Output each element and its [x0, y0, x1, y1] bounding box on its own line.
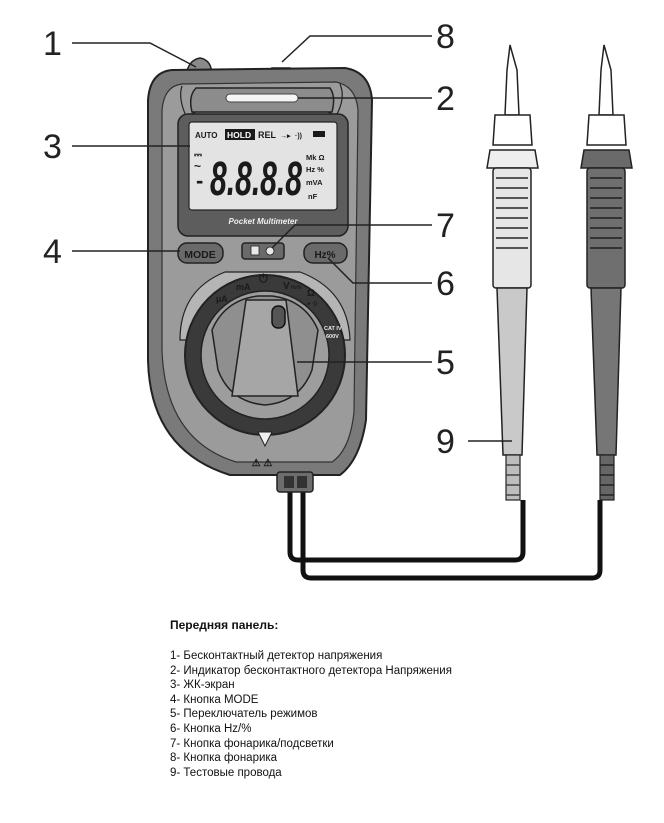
callout-5: 5 [436, 344, 455, 382]
dark-probe [580, 44, 633, 501]
legend-item-5: 5- Переключатель режимов [170, 708, 318, 721]
lcd-minus: - [196, 168, 203, 193]
dial-ua: µA [216, 294, 228, 304]
lcd-ac-symbol: ~ [194, 159, 201, 173]
light-probe [486, 44, 539, 501]
callout-2: 2 [436, 80, 455, 118]
battery-icon [313, 131, 325, 137]
legend-item-1: 1- Бесконтактный детектор напряжения [170, 650, 383, 662]
callout-numbers: 1 2 3 4 5 6 7 8 9 [43, 18, 455, 461]
legend-title: Передняя панель: [170, 618, 279, 632]
lcd-units-1: Mk Ω [306, 153, 325, 162]
brand-label: Pocket Multimeter [229, 217, 299, 226]
bulb-icon [265, 246, 275, 256]
hz-button-label: Hz% [314, 250, 335, 261]
legend: Передняя панель: 1- Бесконтактный детект… [170, 618, 630, 780]
lcd-units-4: nF [308, 192, 318, 201]
dial-v-sub: Hz% [291, 285, 302, 291]
lcd-units-2: Hz % [306, 165, 324, 174]
callout-8: 8 [436, 18, 455, 56]
lcd-units-3: mVA [306, 178, 323, 187]
dial-ohm-sub: →▸ ·)) [303, 301, 317, 307]
mode-selector-dial[interactable]: µA mA ⏻ V Hz% Ω →▸ ·)) CAT IV 600V ⚠ ⚠ [179, 271, 351, 469]
dial-v: V [283, 281, 290, 292]
dial-ma: mA [236, 282, 251, 292]
callout-9: 9 [436, 423, 455, 461]
dial-ohm: Ω [307, 288, 315, 299]
dial-pointer [271, 305, 286, 329]
lcd-rel: REL [258, 130, 277, 140]
lcd-digits: 8.8.8.8 [210, 153, 302, 206]
cat-rating-1: CAT IV [324, 326, 342, 332]
callout-3: 3 [43, 128, 62, 166]
mode-button[interactable]: MODE [177, 242, 224, 264]
lcd-sound: ·)) [295, 133, 302, 140]
legend-item-3: 3- ЖК-экран [170, 679, 235, 692]
lcd-hold: HOLD [227, 130, 251, 140]
warning-icons: ⚠ ⚠ [252, 458, 273, 469]
lcd-dc-symbol: ⎓ [194, 150, 202, 161]
legend-item-7: 7- Кнопка фонарика/подсветки [170, 737, 334, 750]
legend-item-2: 2- Индикатор бесконтактного детектора На… [170, 664, 452, 677]
multimeter-diagram: AUTO HOLD REL →▸ ·)) ⎓ ~ - 8.8.8.8 Mk Ω … [43, 18, 633, 581]
flashlight-button[interactable] [241, 242, 285, 260]
lcd-diode: →▸ [280, 133, 291, 140]
cat-rating-2: 600V [326, 334, 339, 340]
legend-item-6: 6- Кнопка Hz/% [170, 722, 252, 735]
callout-6: 6 [436, 265, 455, 303]
lcd-screen: AUTO HOLD REL →▸ ·)) ⎓ ~ - 8.8.8.8 Mk Ω … [177, 113, 349, 237]
power-icon: ⏻ [259, 272, 268, 285]
callout-4: 4 [43, 233, 62, 271]
chevron-down-icon [257, 431, 273, 448]
callout-1: 1 [43, 25, 62, 63]
hz-button[interactable]: Hz% [303, 242, 348, 264]
legend-item-8: 8- Кнопка фонарика [170, 752, 278, 765]
callout-lines [72, 35, 512, 442]
legend-item-4: 4- Кнопка MODE [170, 693, 259, 706]
legend-item-9: 9- Тестовые провода [170, 766, 282, 779]
lcd-auto: AUTO [195, 131, 218, 140]
mode-button-label: MODE [184, 249, 216, 261]
test-leads [287, 44, 633, 581]
callout-7: 7 [436, 207, 455, 245]
